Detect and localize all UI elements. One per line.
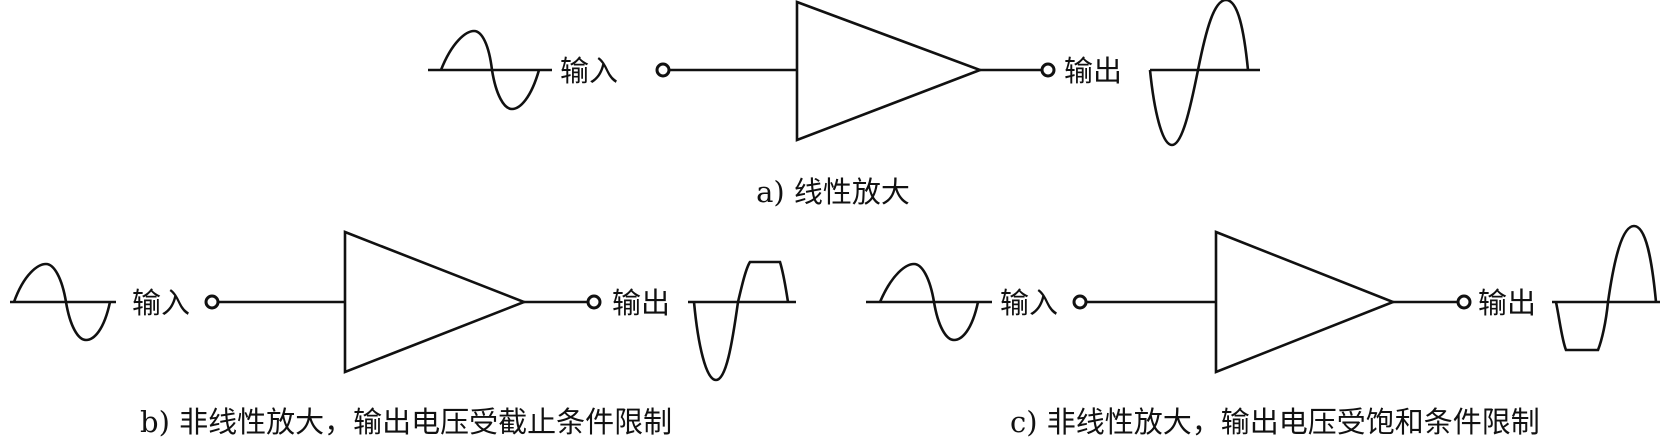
panel-b-output-label: 输出 xyxy=(612,286,670,320)
panel-b-output-clipped-wave xyxy=(692,260,790,382)
panel-b-input-terminal xyxy=(204,294,220,310)
panel-b-output-terminal xyxy=(586,294,602,310)
panel-a-caption: a) 线性放大 xyxy=(756,175,910,209)
panel-a xyxy=(428,0,1260,147)
panel-a-output-terminal xyxy=(1040,62,1056,78)
panel-a-input-label: 输入 xyxy=(560,54,618,88)
panel-b xyxy=(10,230,796,382)
panel-c-amplifier-triangle xyxy=(1214,230,1397,374)
panel-a-output-label: 输出 xyxy=(1064,54,1122,88)
panel-c-input-sine xyxy=(878,262,980,342)
panel-c-caption: c) 非线性放大，输出电压受饱和条件限制 xyxy=(1010,405,1540,439)
panel-c-input-label: 输入 xyxy=(1000,286,1058,320)
panel-a-input-terminal xyxy=(655,62,671,78)
panel-c-output-label: 输出 xyxy=(1478,286,1536,320)
panel-c xyxy=(866,224,1660,374)
panel-a-output-sine xyxy=(1148,0,1250,147)
panel-a-input-sine xyxy=(439,29,541,111)
panel-c-input-terminal xyxy=(1072,294,1088,310)
panel-b-input-sine xyxy=(12,262,112,342)
panel-c-output-clipped-wave xyxy=(1554,224,1658,352)
panel-b-amplifier-triangle xyxy=(343,230,528,374)
panel-a-amplifier-triangle xyxy=(795,0,984,142)
panel-b-caption: b) 非线性放大，输出电压受截止条件限制 xyxy=(140,405,672,439)
panel-c-output-terminal xyxy=(1456,294,1472,310)
panel-b-input-label: 输入 xyxy=(132,286,190,320)
